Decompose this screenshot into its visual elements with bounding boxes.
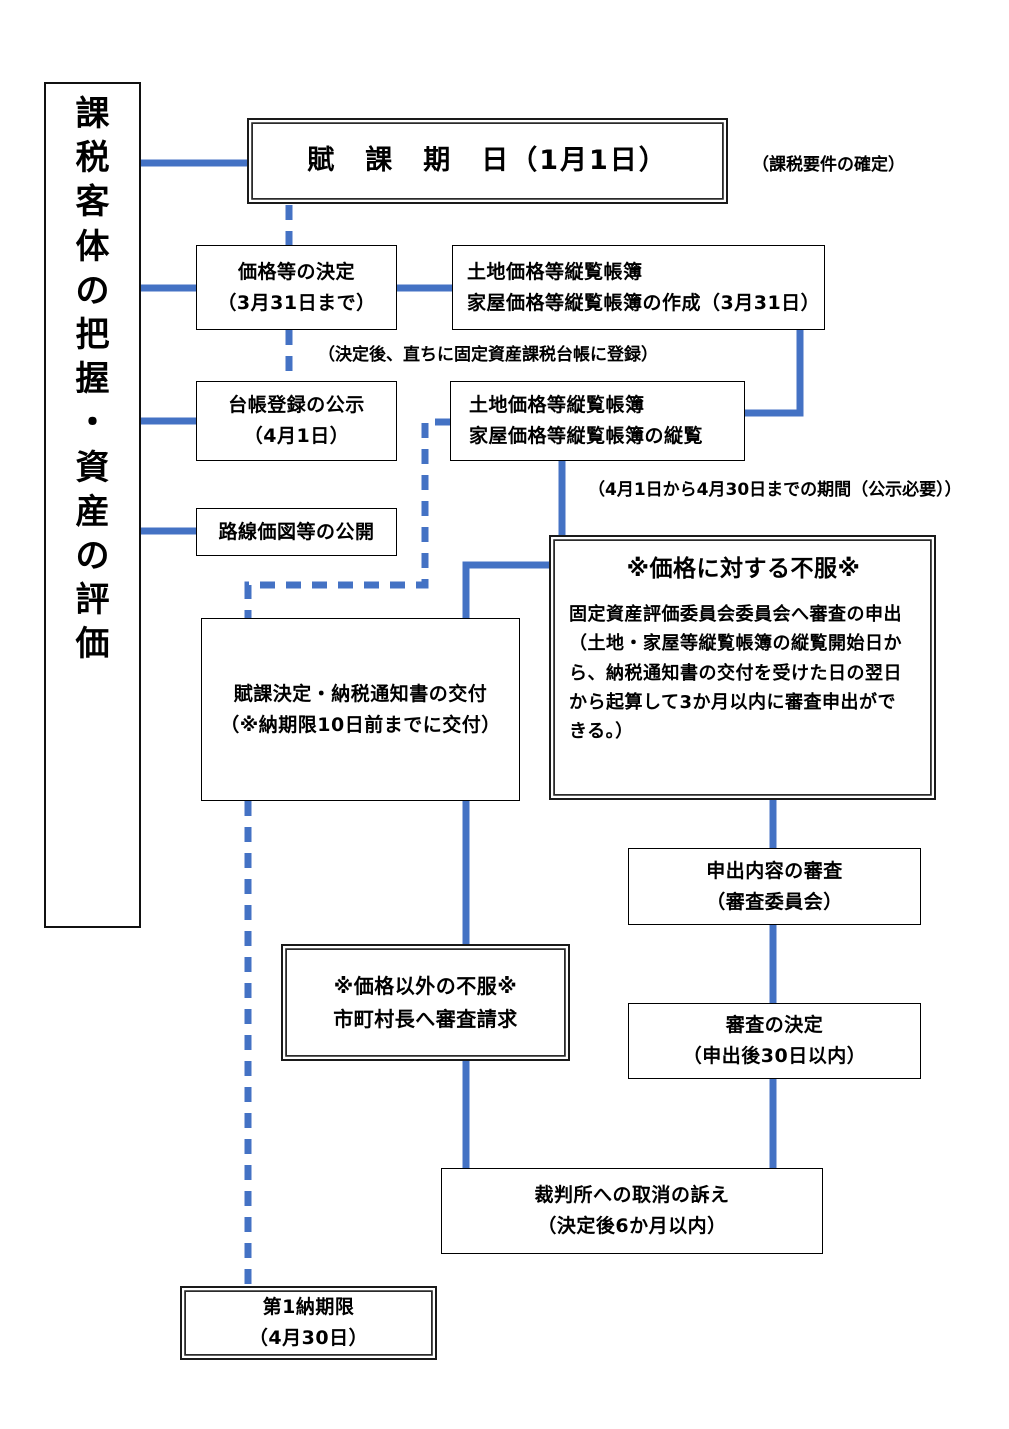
- vertical-section-banner: 課 税 客 体 の 把 握 ・ 資 産 の 評 価: [44, 82, 141, 928]
- wire-ledger-creation-to-inspection: [745, 325, 804, 417]
- node-first-payment-due-date[interactable]: 第1納期限 （4月30日）: [180, 1286, 437, 1360]
- banner-char: の: [75, 270, 110, 311]
- price-objection-body-line-2: （土地・家屋等縦覧帳簿の縦覧開始日か: [569, 633, 902, 655]
- annotation-taxation-requirement: （課税要件の確定）: [752, 155, 905, 175]
- node-ledger-inspection[interactable]: 土地価格等縦覧帳簿 家屋価格等縦覧帳簿の縦覧: [450, 381, 745, 461]
- banner-char: 把: [75, 314, 110, 355]
- ledger-inspection-line-2: 家屋価格等縦覧帳簿の縦覧: [469, 425, 704, 447]
- ledger-creation-line-1: 土地価格等縦覧帳簿: [467, 260, 643, 283]
- review-decision-line-2: （申出後30日以内）: [682, 1045, 867, 1067]
- node-ledger-creation[interactable]: 土地価格等縦覧帳簿 家屋価格等縦覧帳簿の作成（3月31日）: [452, 245, 825, 330]
- node-assessment-date[interactable]: 賦 課 期 日（1月1日）: [247, 118, 728, 204]
- node-non-price-objection[interactable]: ※価格以外の不服※ 市町村長へ審査請求: [281, 944, 570, 1061]
- node-route-price-map-disclosure[interactable]: 路線価図等の公開: [196, 508, 397, 556]
- tax-notice-line-1: 賦課決定・納税通知書の交付: [233, 682, 488, 705]
- wire-tax-notice-to-price-objection: [462, 561, 552, 618]
- banner-char: 産: [75, 491, 110, 532]
- banner-char: ・: [75, 403, 110, 444]
- tax-notice-line-2: （※納期限10日前までに交付）: [220, 713, 501, 736]
- banner-char: 評: [75, 580, 110, 621]
- price-decision-line-1: 価格等の決定: [237, 260, 355, 283]
- node-tax-decision-notice[interactable]: 賦課決定・納税通知書の交付 （※納期限10日前までに交付）: [201, 618, 520, 801]
- banner-char: 価: [75, 624, 110, 665]
- price-objection-body-line-1: 固定資産評価委員会委員会へ審査の申出: [569, 604, 902, 626]
- first-due-date-line-2: （4月30日）: [248, 1327, 369, 1349]
- review-line-1: 申出内容の審査: [706, 859, 843, 882]
- review-line-2: （審査委員会）: [706, 890, 843, 913]
- court-suit-line-2: （決定後6か月以内）: [537, 1215, 727, 1237]
- price-objection-body-line-3: ら、納税通知書の交付を受けた日の翌日: [569, 662, 902, 684]
- node-review-of-application[interactable]: 申出内容の審査 （審査委員会）: [628, 848, 921, 925]
- ledger-inspection-line-1: 土地価格等縦覧帳簿: [469, 394, 645, 417]
- banner-char: 課: [75, 94, 110, 134]
- annotation-inspection-period: （4月1日から4月30日までの期間（公示必要））: [588, 480, 962, 500]
- first-due-date-line-1: 第1納期限: [262, 1296, 355, 1319]
- banner-char: の: [75, 535, 110, 576]
- ledger-notice-line-1: 台帳登録の公示: [228, 394, 365, 417]
- review-decision-line-1: 審査の決定: [725, 1014, 824, 1037]
- assessment-date-line-1: 賦 課 期 日（1月1日）: [307, 145, 668, 177]
- price-objection-body-line-4: から起算して3か月以内に審査申出がで: [569, 691, 896, 713]
- banner-char: 体: [75, 226, 110, 267]
- route-price-map-line-1: 路線価図等の公開: [218, 520, 375, 543]
- annotation-register-immediately: （決定後、直ちに固定資産課税台帳に登録）: [318, 345, 658, 365]
- wire-inspection-to-tax-notice-dashed: [244, 418, 450, 618]
- banner-char: 税: [75, 138, 110, 179]
- court-suit-line-1: 裁判所への取消の訴え: [534, 1184, 730, 1207]
- node-price-objection[interactable]: ※価格に対する不服※ 固定資産評価委員会委員会へ審査の申出 （土地・家屋等縦覧帳…: [549, 535, 936, 800]
- banner-char: 資: [75, 447, 110, 488]
- banner-char: 握: [75, 359, 110, 400]
- non-price-objection-line-1: ※価格以外の不服※: [333, 974, 518, 999]
- node-court-revocation-suit[interactable]: 裁判所への取消の訴え （決定後6か月以内）: [441, 1168, 823, 1254]
- node-price-decision[interactable]: 価格等の決定 （3月31日まで）: [196, 245, 397, 330]
- price-decision-line-2: （3月31日まで）: [217, 291, 376, 314]
- price-objection-heading: ※価格に対する不服※: [626, 556, 861, 582]
- price-objection-body-line-5: きる。）: [569, 720, 634, 742]
- banner-char: 客: [75, 182, 110, 223]
- node-ledger-registration-notice[interactable]: 台帳登録の公示 （4月1日）: [196, 381, 397, 461]
- node-review-decision[interactable]: 審査の決定 （申出後30日以内）: [628, 1003, 921, 1079]
- ledger-creation-line-2: 家屋価格等縦覧帳簿の作成（3月31日）: [467, 291, 821, 314]
- ledger-notice-line-2: （4月1日）: [243, 425, 350, 447]
- non-price-objection-line-2: 市町村長へ審査請求: [333, 1006, 518, 1031]
